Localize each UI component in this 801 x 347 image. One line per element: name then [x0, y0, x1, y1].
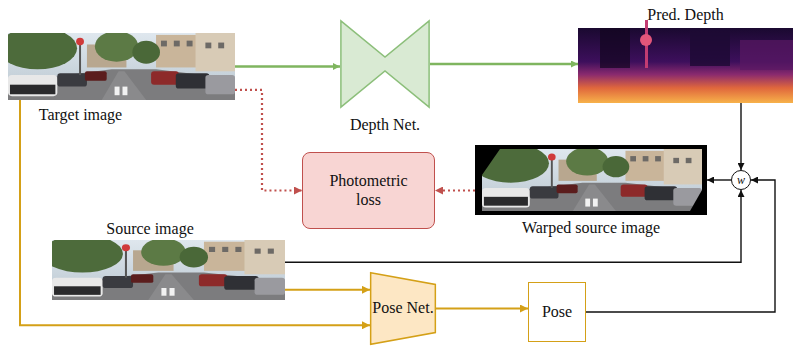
source-photo: [42, 235, 285, 300]
flow-arrow: [435, 189, 475, 191]
flow-arrow: [586, 180, 775, 312]
output-box: Pose: [528, 282, 586, 342]
image-panel: Source image: [52, 240, 285, 300]
node-caption: Warped source image: [475, 219, 707, 237]
warped-photo: [472, 144, 707, 215]
operator-circle: w: [731, 170, 751, 190]
flow-arrow: [740, 103, 741, 170]
node-caption: Target image: [8, 106, 153, 124]
depth-map: [578, 20, 793, 103]
network-shape: Depth Net.: [340, 20, 430, 108]
node-caption: Pred. Depth: [578, 6, 793, 24]
target-photo: [0, 27, 235, 100]
image-panel: Target image: [8, 33, 235, 100]
hourglass-shape: [340, 20, 430, 108]
node-label: w: [737, 174, 745, 186]
depth-panel: Pred. Depth: [578, 28, 793, 103]
flow-arrow: [707, 179, 731, 180]
flow-arrow: [430, 63, 578, 66]
loss-box: Photometric loss: [302, 152, 435, 229]
node-caption: Depth Net.: [340, 116, 430, 134]
flow-arrow: [285, 289, 370, 291]
flow-arrow: [235, 90, 302, 191]
node-label: Pose: [542, 303, 572, 321]
image-panel: Warped source image: [475, 145, 707, 215]
flow-arrow: [235, 65, 340, 68]
node-label: Photometric loss: [303, 172, 434, 209]
node-label: Pose Net.: [372, 299, 433, 317]
node-caption: Source image: [52, 220, 248, 238]
flow-arrow: [436, 308, 528, 310]
network-shape: Pose Net.: [370, 272, 436, 345]
